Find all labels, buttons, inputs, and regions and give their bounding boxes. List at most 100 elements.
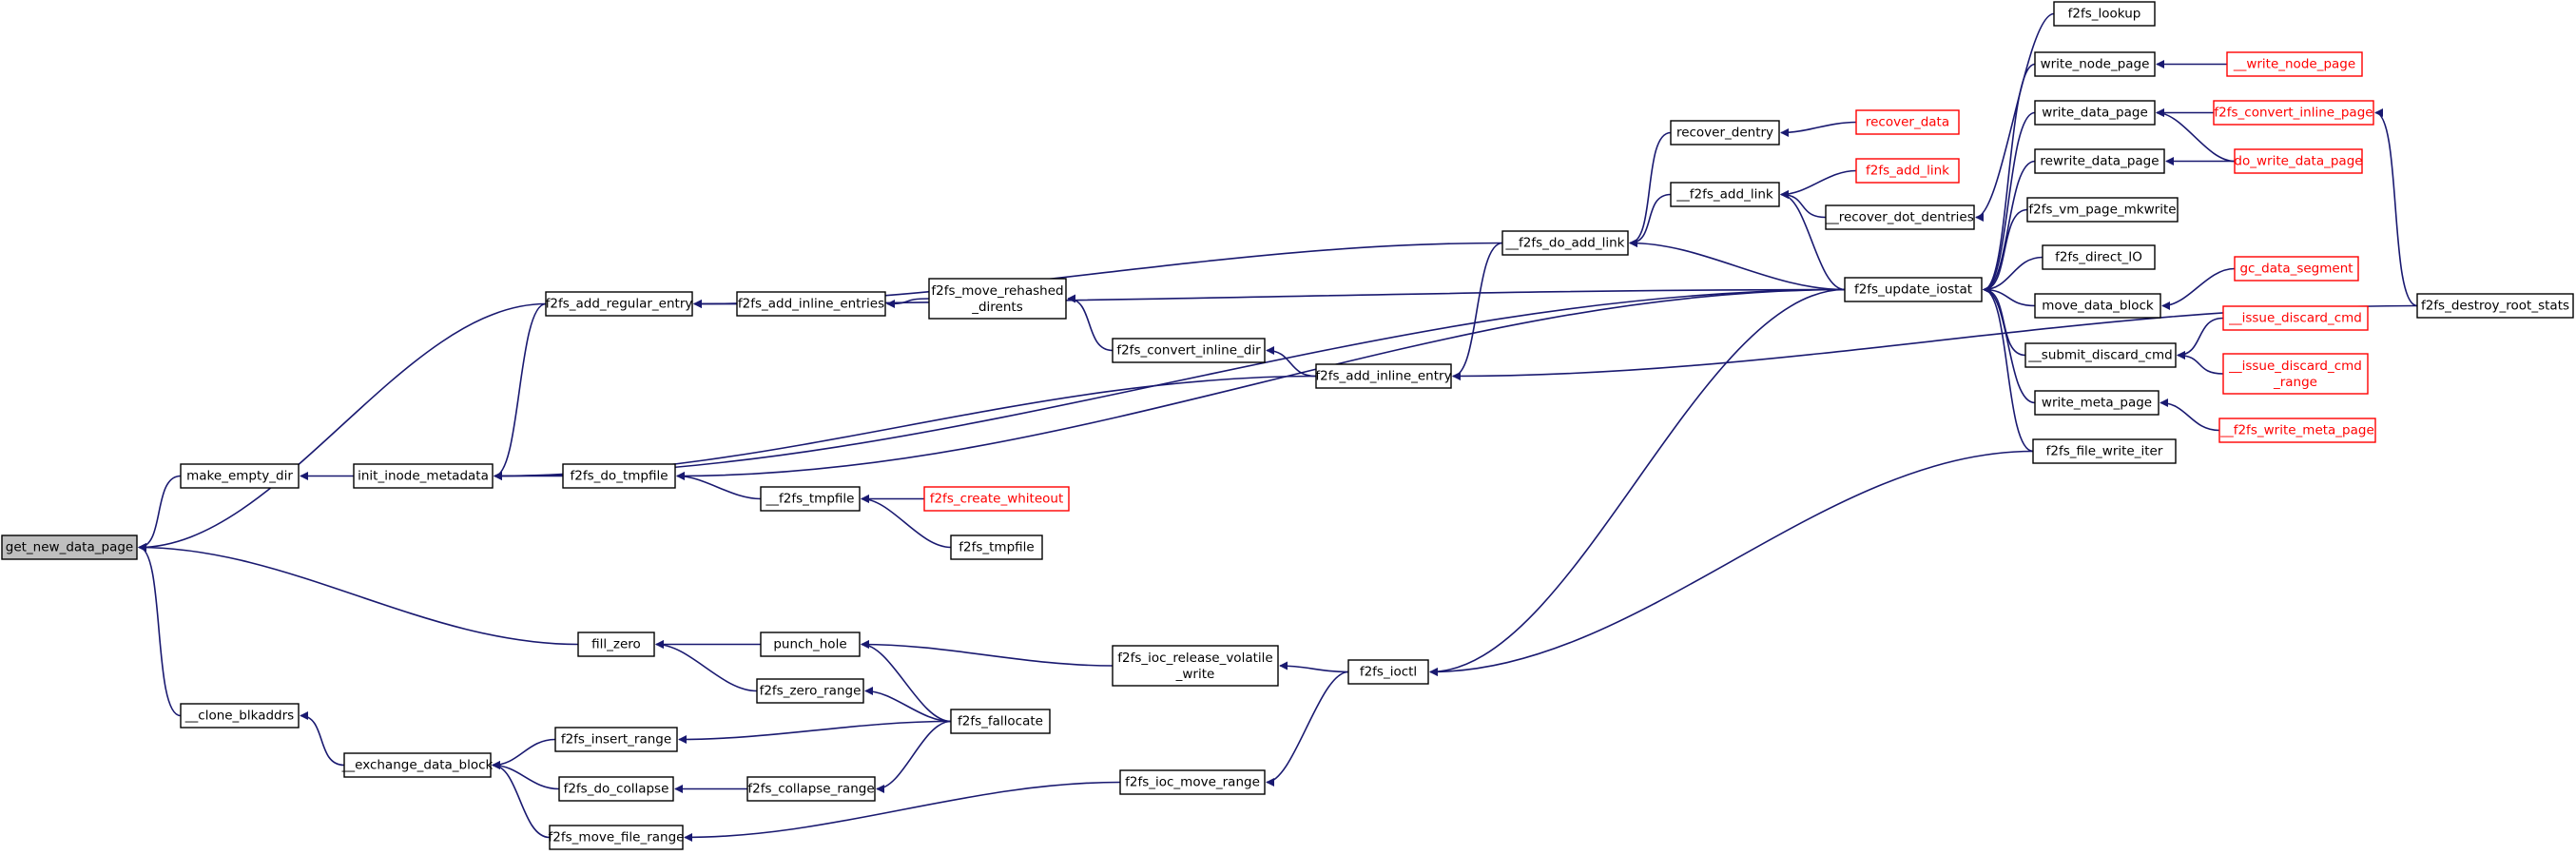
node-box bbox=[562, 463, 676, 489]
edge-punch-hole-to-f2fs-fallocate bbox=[861, 640, 952, 723]
edge-f2fs-insert-range-to-f2fs-fallocate bbox=[678, 720, 952, 744]
node-box bbox=[1501, 230, 1629, 256]
node-box bbox=[2042, 244, 2156, 270]
node-f2fs-do-collapse[interactable]: f2fs_do_collapse bbox=[558, 776, 674, 802]
node-recover-dentry[interactable]: recover_dentry bbox=[1670, 120, 1780, 146]
node-f2fs-add-link-inner[interactable]: __f2fs_add_link bbox=[1670, 182, 1780, 207]
node-f2fs-insert-range[interactable]: f2fs_insert_range bbox=[554, 727, 678, 752]
node-write-meta-page[interactable]: write_meta_page bbox=[2034, 390, 2160, 416]
node-f2fs-file-write-iter[interactable]: f2fs_file_write_iter bbox=[2032, 438, 2177, 464]
node-f2fs-move-rehashed-dirents[interactable]: f2fs_move_rehashed_dirents bbox=[928, 278, 1067, 320]
node-box bbox=[1825, 204, 1975, 230]
node-box bbox=[545, 291, 693, 317]
edge-move-data-block-to-gc-data-segment bbox=[2161, 267, 2236, 310]
node-f2fs-convert-inline-dir[interactable]: f2fs_convert_inline_dir bbox=[1112, 338, 1266, 363]
node-f2fs-add-inline-entry[interactable]: f2fs_add_inline_entry bbox=[1315, 363, 1452, 389]
edge-clone-blkaddrs-to-exchange-data-block bbox=[300, 711, 345, 767]
node-label: __write_node_page bbox=[2233, 57, 2355, 72]
node-box bbox=[2034, 100, 2156, 126]
edge-f2fs-update-iostat-to-write-node-page bbox=[1983, 63, 2036, 294]
node-get-new-data-page[interactable]: get_new_data_page bbox=[1, 534, 138, 560]
node-label: __issue_discard_cmd bbox=[2228, 311, 2362, 326]
edge-f2fs-collapse-range-to-f2fs-fallocate bbox=[876, 720, 952, 793]
node-issue-discard-cmd-range[interactable]: __issue_discard_cmd_range bbox=[2222, 353, 2369, 395]
node-recover-dot-dentries[interactable]: __recover_dot_dentries bbox=[1825, 204, 1975, 230]
node-label: recover_dentry bbox=[1676, 126, 1773, 141]
node-f2fs-write-meta-page[interactable]: __f2fs_write_meta_page bbox=[2218, 418, 2376, 443]
node-f2fs-fallocate[interactable]: f2fs_fallocate bbox=[950, 709, 1051, 734]
node-write-node-page-outer[interactable]: __write_node_page bbox=[2226, 51, 2363, 77]
node-label: f2fs_add_regular_entry bbox=[546, 297, 693, 312]
node-f2fs-direct-IO[interactable]: f2fs_direct_IO bbox=[2042, 244, 2156, 270]
node-f2fs-tmpfile[interactable]: f2fs_tmpfile bbox=[950, 534, 1043, 560]
node-f2fs-lookup[interactable]: f2fs_lookup bbox=[2053, 1, 2156, 27]
edge-f2fs-ioctl-to-f2fs-file-write-iter bbox=[1429, 450, 2034, 676]
edge-exchange-data-block-to-f2fs-move-file-range bbox=[492, 761, 551, 839]
edges-layer bbox=[138, 12, 2418, 842]
node-label: f2fs_ioc_release_volatile bbox=[1117, 651, 1272, 666]
node-label: f2fs_fallocate bbox=[958, 714, 1043, 729]
node-f2fs-convert-inline-page[interactable]: f2fs_convert_inline_page bbox=[2213, 100, 2374, 126]
node-f2fs-add-regular-entry[interactable]: f2fs_add_regular_entry bbox=[545, 291, 693, 317]
node-box bbox=[1112, 338, 1266, 363]
node-label: make_empty_dir bbox=[186, 469, 293, 484]
node-label: f2fs_tmpfile bbox=[959, 540, 1034, 555]
node-label: f2fs_lookup bbox=[2068, 7, 2141, 22]
node-label: __recover_dot_dentries bbox=[1825, 210, 1974, 225]
node-label: __submit_discard_cmd bbox=[2027, 348, 2172, 363]
edge-f2fs-update-iostat-to-write-meta-page bbox=[1983, 285, 2036, 404]
node-f2fs-move-file-range[interactable]: f2fs_move_file_range bbox=[549, 825, 685, 850]
node-do-write-data-page[interactable]: do_write_data_page bbox=[2234, 148, 2363, 174]
node-label: f2fs_ioc_move_range bbox=[1125, 775, 1260, 790]
node-punch-hole[interactable]: punch_hole bbox=[760, 632, 861, 657]
edge-f2fs-convert-inline-page-to-f2fs-destroy-root-stats bbox=[2374, 108, 2418, 307]
node-f2fs-destroy-root-stats[interactable]: f2fs_destroy_root_stats bbox=[2416, 293, 2574, 319]
edge-f2fs-update-iostat-to-write-data-page bbox=[1983, 111, 2036, 294]
node-init-inode-metadata[interactable]: init_inode_metadata bbox=[353, 463, 494, 489]
node-clone-blkaddrs[interactable]: __clone_blkaddrs bbox=[180, 703, 300, 729]
node-label: f2fs_convert_inline_dir bbox=[1116, 343, 1261, 359]
edge-get-new-data-page-to-f2fs-add-regular-entry bbox=[138, 302, 547, 552]
node-f2fs-do-tmpfile[interactable]: f2fs_do_tmpfile bbox=[562, 463, 676, 489]
node-gc-data-segment[interactable]: gc_data_segment bbox=[2234, 256, 2359, 282]
edge-init-inode-metadata-to-f2fs-add-inline-entry bbox=[494, 375, 1317, 480]
node-make-empty-dir[interactable]: make_empty_dir bbox=[180, 463, 300, 489]
edge-get-new-data-page-to-make-empty-dir bbox=[138, 475, 182, 552]
node-box bbox=[2234, 148, 2363, 174]
node-f2fs-ioc-move-range[interactable]: f2fs_ioc_move_range bbox=[1119, 769, 1266, 795]
node-box bbox=[928, 278, 1067, 320]
node-f2fs-collapse-range[interactable]: f2fs_collapse_range bbox=[746, 776, 876, 802]
node-write-data-page[interactable]: write_data_page bbox=[2034, 100, 2156, 126]
node-submit-discard-cmd[interactable]: __submit_discard_cmd bbox=[2024, 342, 2177, 368]
node-f2fs-tmpfile-inner[interactable]: __f2fs_tmpfile bbox=[760, 486, 861, 512]
node-f2fs-create-whiteout[interactable]: f2fs_create_whiteout bbox=[923, 486, 1070, 512]
node-recover-data[interactable]: recover_data bbox=[1855, 109, 1960, 135]
node-rewrite-data-page[interactable]: rewrite_data_page bbox=[2034, 148, 2165, 174]
node-f2fs-vm-page-mkwrite[interactable]: f2fs_vm_page_mkwrite bbox=[2026, 197, 2179, 223]
node-move-data-block[interactable]: move_data_block bbox=[2034, 293, 2161, 319]
node-label: write_data_page bbox=[2042, 106, 2148, 121]
node-f2fs-zero-range[interactable]: f2fs_zero_range bbox=[756, 678, 864, 704]
node-exchange-data-block[interactable]: __exchange_data_block bbox=[341, 752, 494, 778]
node-box bbox=[2218, 418, 2376, 443]
edge-exchange-data-block-to-f2fs-insert-range bbox=[492, 738, 556, 769]
node-f2fs-add-link[interactable]: f2fs_add_link bbox=[1855, 158, 1960, 184]
node-box bbox=[1670, 120, 1780, 146]
node-issue-discard-cmd[interactable]: __issue_discard_cmd bbox=[2222, 305, 2369, 331]
node-f2fs-update-iostat[interactable]: f2fs_update_iostat bbox=[1844, 277, 1983, 302]
node-f2fs-add-inline-entries[interactable]: f2fs_add_inline_entries bbox=[736, 291, 886, 317]
node-box bbox=[1112, 645, 1279, 687]
node-label: _dirents bbox=[971, 300, 1023, 315]
edge-f2fs-tmpfile-inner-to-f2fs-tmpfile bbox=[861, 495, 952, 549]
node-write-node-page[interactable]: write_node_page bbox=[2034, 51, 2156, 77]
node-label: rewrite_data_page bbox=[2040, 154, 2159, 169]
node-fill-zero[interactable]: fill_zero bbox=[577, 632, 655, 657]
node-f2fs-do-add-link[interactable]: __f2fs_do_add_link bbox=[1501, 230, 1629, 256]
node-f2fs-ioc-release-volatile-write[interactable]: f2fs_ioc_release_volatile_write bbox=[1112, 645, 1279, 687]
node-box bbox=[1, 534, 138, 560]
node-f2fs-ioctl[interactable]: f2fs_ioctl bbox=[1347, 659, 1429, 685]
edge-f2fs-convert-inline-dir-to-f2fs-add-inline-entry bbox=[1266, 346, 1317, 378]
node-label: punch_hole bbox=[773, 637, 846, 652]
